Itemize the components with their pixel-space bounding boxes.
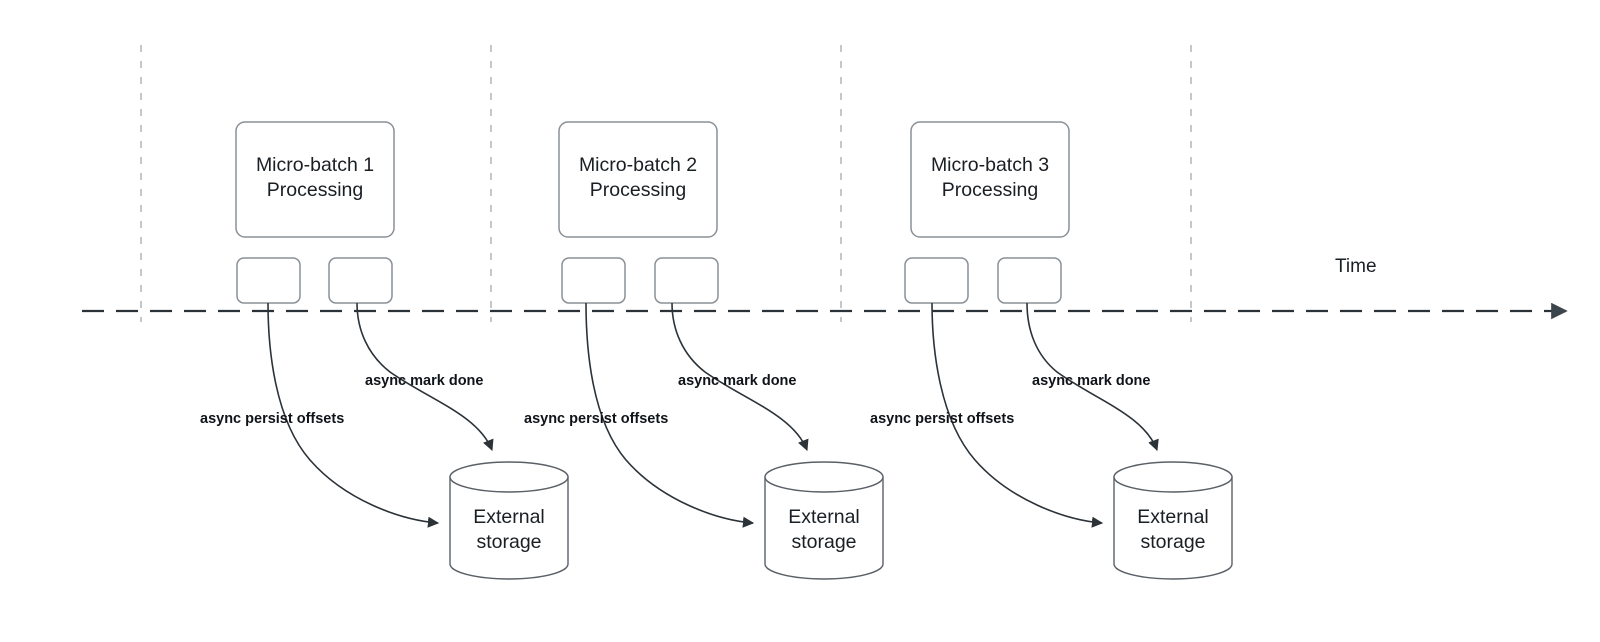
edge-mark-done-2 bbox=[671, 302, 809, 452]
task-box-3b[interactable] bbox=[997, 257, 1062, 304]
edge-mark-done-1 bbox=[356, 302, 494, 452]
group-2-shapes bbox=[558, 121, 884, 580]
group-3-shapes bbox=[904, 121, 1233, 580]
edge-persist-offsets-2 bbox=[585, 302, 755, 528]
edge-persist-offsets-1 bbox=[267, 302, 440, 528]
storage-cylinder-3-label: External storage bbox=[1137, 506, 1209, 553]
edge-label-persist-offsets-3: async persist offsets bbox=[870, 411, 1015, 427]
time-axis-label: Time bbox=[1335, 256, 1377, 277]
batch-box-3[interactable] bbox=[910, 121, 1070, 238]
task-box-2b[interactable] bbox=[654, 257, 719, 304]
storage-cylinder-3[interactable] bbox=[1113, 461, 1233, 580]
task-box-3a[interactable] bbox=[904, 257, 969, 304]
edge-label-persist-offsets-2: async persist offsets bbox=[524, 411, 669, 427]
storage-cylinder-1[interactable] bbox=[449, 461, 569, 580]
group-1-shapes bbox=[235, 121, 569, 580]
edge-mark-done-3 bbox=[1026, 302, 1159, 452]
storage-cylinder-1-label: External storage bbox=[473, 506, 545, 553]
task-box-1b[interactable] bbox=[328, 257, 393, 304]
task-box-1a[interactable] bbox=[236, 257, 301, 304]
boundary-lines bbox=[140, 45, 1192, 322]
storage-cylinder-2[interactable] bbox=[764, 461, 884, 580]
storage-cylinder-2-label: External storage bbox=[788, 506, 860, 553]
edge-label-mark-done-2: async mark done bbox=[678, 373, 797, 389]
batch-box-1[interactable] bbox=[235, 121, 395, 238]
edge-label-mark-done-1: async mark done bbox=[365, 373, 484, 389]
edge-label-mark-done-3: async mark done bbox=[1032, 373, 1151, 389]
edge-persist-offsets-3 bbox=[931, 302, 1104, 528]
edge-label-persist-offsets-1: async persist offsets bbox=[200, 411, 345, 427]
task-box-2a[interactable] bbox=[561, 257, 626, 304]
batch-box-2[interactable] bbox=[558, 121, 718, 238]
